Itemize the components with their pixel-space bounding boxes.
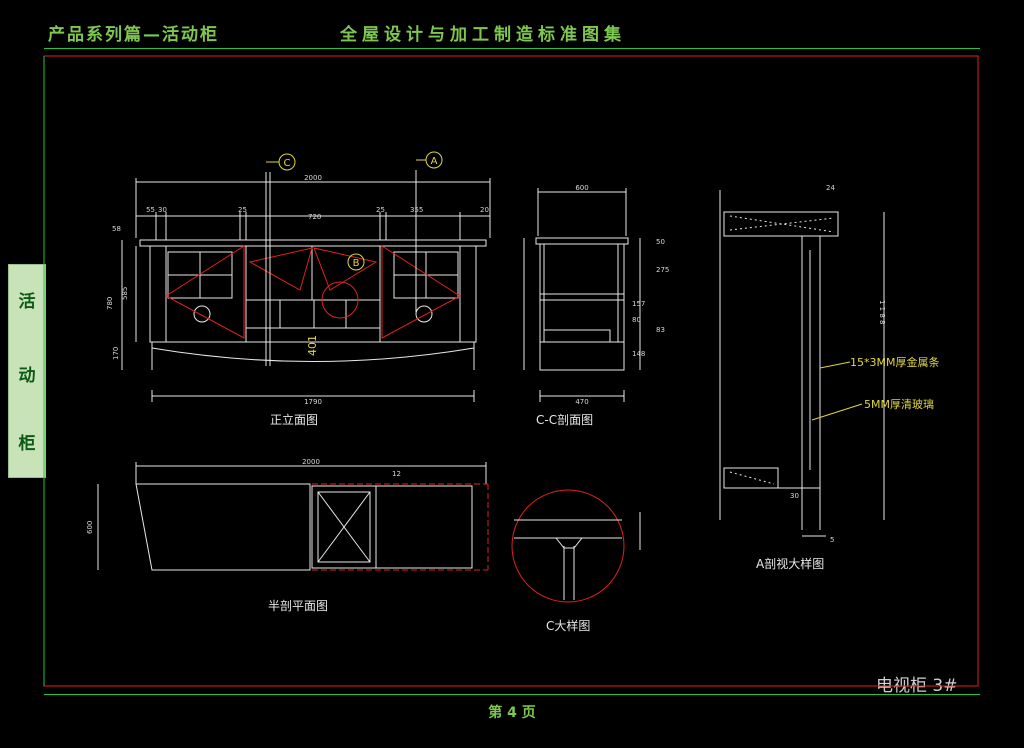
- section-width-dim: 600: [575, 184, 588, 192]
- front-dim-5: 720: [308, 213, 321, 221]
- detail-c-title: C大样图: [546, 618, 590, 633]
- half-plan-title: 半剖平面图: [268, 599, 328, 613]
- front-dim-1: 58: [112, 225, 121, 233]
- center-dim-label: 401: [306, 335, 319, 356]
- front-elevation-title: 正立面图: [270, 412, 318, 427]
- top-rule: [44, 48, 980, 49]
- detail-a-title: A剖视大样图: [756, 556, 824, 571]
- detail-a-bottom-dim-2: 5: [830, 536, 834, 544]
- section-bottom-dim: 470: [575, 398, 588, 406]
- section-markers: C A B: [265, 151, 443, 366]
- metal-strip-leader: [819, 361, 851, 369]
- section-right-dim-4: 80: [632, 316, 641, 324]
- front-dim-2: 55: [146, 206, 155, 214]
- section-right-dim-3: 157: [632, 300, 645, 308]
- door-swing-indicators: [165, 245, 461, 339]
- front-inner-height-dim: 585: [121, 287, 129, 300]
- front-bottom-dim: 1790: [304, 398, 322, 406]
- front-elevation: [121, 178, 491, 402]
- front-overall-dim: 2000: [304, 174, 322, 182]
- half-plan-section-cut: [312, 483, 489, 571]
- half-plan-view: [97, 462, 487, 571]
- front-dim-8: 20: [480, 206, 489, 214]
- drawing-border: [43, 55, 979, 687]
- detail-b-label: B: [353, 258, 360, 269]
- front-dim-4: 25: [238, 206, 247, 214]
- section-cc-title: C-C剖面图: [536, 413, 593, 427]
- section-cc-view: [523, 188, 641, 402]
- side-category-tab: 活 动 柜: [8, 264, 46, 478]
- metal-strip-note: 15*3MM厚金属条: [850, 355, 939, 369]
- front-dim-7: 355: [410, 206, 423, 214]
- front-dim-3: 30: [158, 206, 167, 214]
- section-right-dim-6: 148: [632, 350, 645, 358]
- detail-a-side-dim: 1 1 8 8: [878, 300, 886, 325]
- drawing-set-title: 全屋设计与加工制造标准图集: [340, 25, 626, 45]
- plan-width-dim: 2000: [302, 458, 320, 466]
- glass-note: 5MM厚清玻璃: [864, 397, 934, 411]
- plan-small-dim: 12: [392, 470, 401, 478]
- bottom-rule: [44, 694, 980, 695]
- section-right-dim-1: 50: [656, 238, 665, 246]
- section-right-dim-5: 83: [656, 326, 665, 334]
- page-number: 第 4 页: [488, 705, 536, 721]
- detail-c-view: [511, 489, 641, 603]
- side-tab-char-1: 活: [18, 292, 36, 312]
- front-height-dim: 780: [106, 297, 114, 310]
- drawing-series-title: 产品系列篇—活动柜: [48, 25, 219, 45]
- detail-a-top-dim: 24: [826, 184, 835, 192]
- section-c-label: C: [284, 158, 291, 169]
- side-tab-char-3: 柜: [18, 434, 36, 454]
- side-tab-char-2: 动: [18, 366, 36, 386]
- front-dim-6: 25: [376, 206, 385, 214]
- detail-a-view: [719, 190, 885, 537]
- front-leg-dim: 170: [112, 347, 120, 360]
- plan-depth-dim: 600: [86, 521, 94, 534]
- detail-a-bottom-dim-1: 30: [790, 492, 799, 500]
- detail-b-marker-icon: [347, 253, 365, 271]
- section-a-label: A: [431, 156, 438, 167]
- glass-leader: [811, 403, 863, 421]
- section-right-dim-2: 275: [656, 266, 669, 274]
